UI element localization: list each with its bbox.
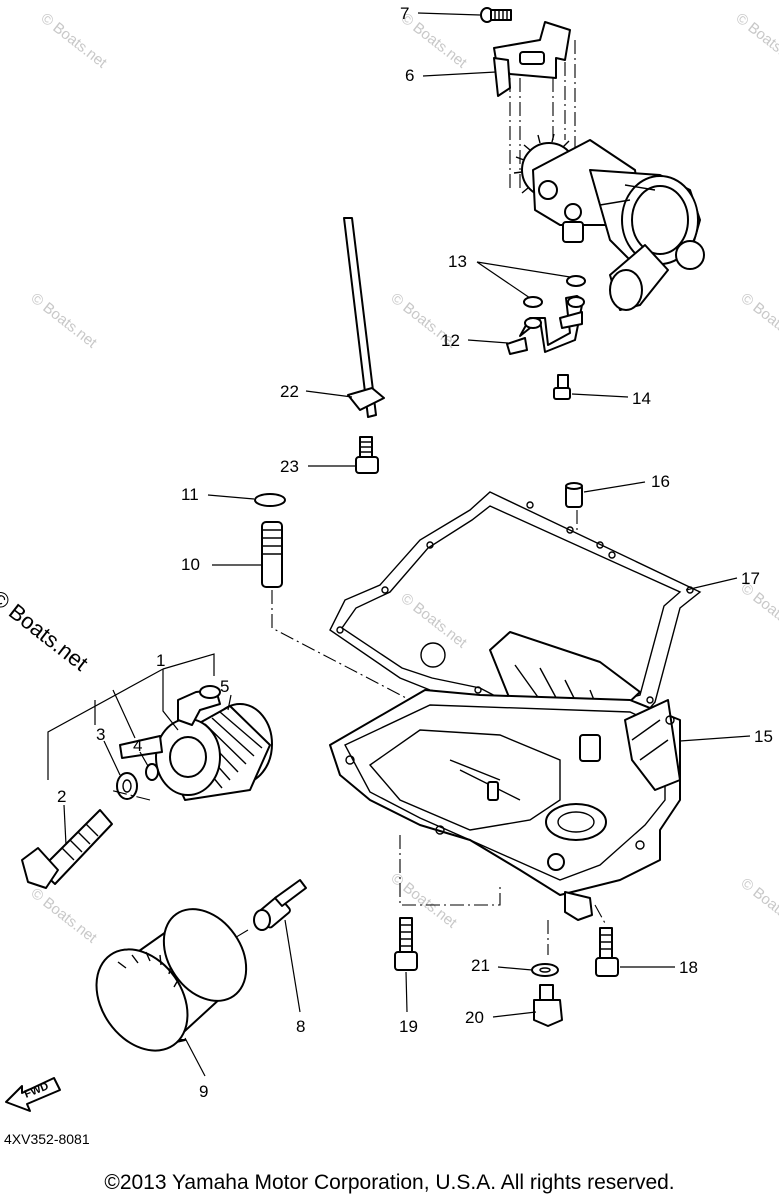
callout-6: 6	[405, 66, 414, 85]
part-22-strainer-pipe	[343, 217, 385, 418]
callout-19: 19	[399, 1017, 418, 1036]
callout-14: 14	[632, 389, 651, 408]
callout-12: 12	[441, 331, 460, 350]
watermark-text: © Boats.net	[28, 290, 101, 352]
pump-body	[532, 139, 705, 311]
callout-8: 8	[296, 1017, 305, 1036]
callout-3: 3	[96, 725, 105, 744]
callout-15: 15	[754, 727, 773, 746]
part-21-washer	[531, 963, 559, 977]
oil-pump-assembly	[480, 7, 705, 400]
callout-1: 1	[156, 651, 165, 670]
part-23-bolt	[355, 436, 379, 474]
callout-18: 18	[679, 958, 698, 977]
watermark-text: © Boats.net	[738, 290, 779, 352]
watermark-text: © Boats.net	[738, 875, 779, 937]
callout-20: 20	[465, 1008, 484, 1027]
part-3-washer	[116, 772, 138, 800]
part-8-stud	[253, 879, 307, 931]
part-5-oil-cooler	[119, 685, 273, 801]
part-15-oil-pan	[329, 689, 681, 921]
part-18-bolt	[595, 927, 619, 977]
callout-22: 22	[280, 382, 299, 401]
callout-21: 21	[471, 956, 490, 975]
part-9-oil-filter	[95, 908, 248, 1052]
part-10-strainer	[261, 521, 283, 588]
callout-5: 5	[220, 677, 229, 696]
watermark-text: © Boats.net	[38, 10, 111, 72]
part-2-union-bolt	[21, 809, 113, 889]
part-14-bolt	[553, 374, 571, 400]
callout-13: 13	[448, 252, 467, 271]
part-20-drain-bolt	[533, 984, 563, 1027]
watermark-text: © Boats.net	[28, 885, 101, 947]
callouts: 7 6 13 12 14 22 23 16 11 10 17 15	[47, 4, 773, 1101]
part-16-dowel-pin	[565, 482, 583, 508]
callout-9: 9	[199, 1082, 208, 1101]
callout-11: 11	[181, 485, 199, 504]
callout-16: 16	[651, 472, 670, 491]
watermark-text: © Boats.net	[388, 870, 461, 932]
callout-10: 10	[181, 555, 200, 574]
part-6-bracket	[493, 21, 571, 97]
part-12-oil-pipe	[506, 295, 585, 355]
part-11-o-ring	[254, 493, 286, 507]
callout-7: 7	[400, 4, 409, 23]
callout-4: 4	[133, 736, 142, 755]
watermark-text: © Boats.net	[738, 580, 779, 642]
fwd-arrow-icon: FWD	[5, 1077, 61, 1112]
part-7-bolt	[480, 7, 512, 23]
part-13-o-rings	[523, 275, 586, 308]
callout-2: 2	[57, 787, 66, 806]
diagram-code: 4XV352-8081	[4, 1131, 90, 1147]
part-19-bolt	[394, 917, 418, 971]
copyright-notice: ©2013 Yamaha Motor Corporation, U.S.A. A…	[104, 1171, 675, 1194]
watermark-text: © Boats.net	[733, 10, 779, 72]
part-4-o-ring	[145, 763, 159, 781]
callout-23: 23	[280, 457, 299, 476]
callout-17: 17	[741, 569, 760, 588]
